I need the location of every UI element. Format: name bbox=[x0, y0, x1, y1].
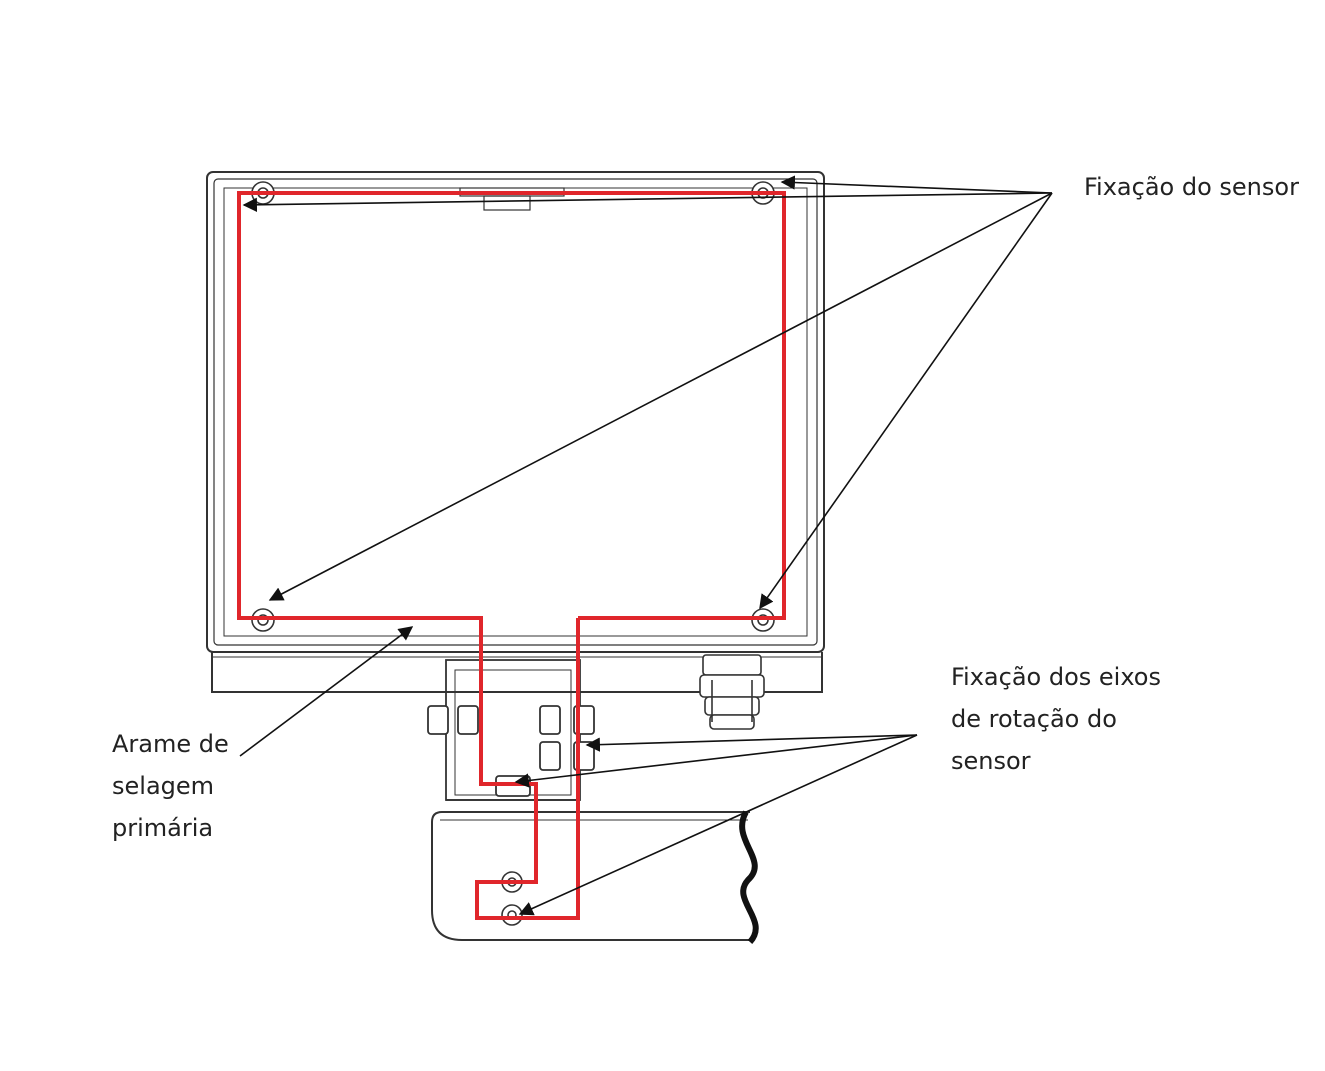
sensor-housing bbox=[206, 171, 825, 693]
sensor-fixation-leaders bbox=[242, 175, 1053, 610]
label-wire-line-2: selagem bbox=[112, 772, 215, 800]
corner-screws bbox=[251, 181, 775, 632]
label-sensor-fixation: Fixação do sensor bbox=[1084, 166, 1299, 208]
label-axes-line-3: sensor bbox=[951, 747, 1031, 775]
label-sensor-fixation-text: Fixação do sensor bbox=[1084, 173, 1299, 201]
primary-seal-wire bbox=[237, 191, 786, 920]
label-wire-line-1: Arame de bbox=[112, 730, 229, 758]
cable-gland bbox=[699, 654, 765, 730]
mounting-bracket bbox=[427, 659, 595, 801]
axes-fixation-leaders bbox=[514, 734, 918, 916]
label-axes-fixation: Fixação dos eixos de rotação do sensor bbox=[951, 656, 1161, 782]
seal-wire-leader bbox=[239, 626, 414, 757]
pole-clamp bbox=[431, 810, 759, 945]
label-axes-line-2: de rotação do bbox=[951, 705, 1117, 733]
pole-break-line bbox=[739, 810, 759, 945]
label-primary-seal-wire: Arame de selagem primária bbox=[112, 723, 229, 849]
label-wire-line-3: primária bbox=[112, 814, 214, 842]
label-axes-line-1: Fixação dos eixos bbox=[951, 663, 1161, 691]
